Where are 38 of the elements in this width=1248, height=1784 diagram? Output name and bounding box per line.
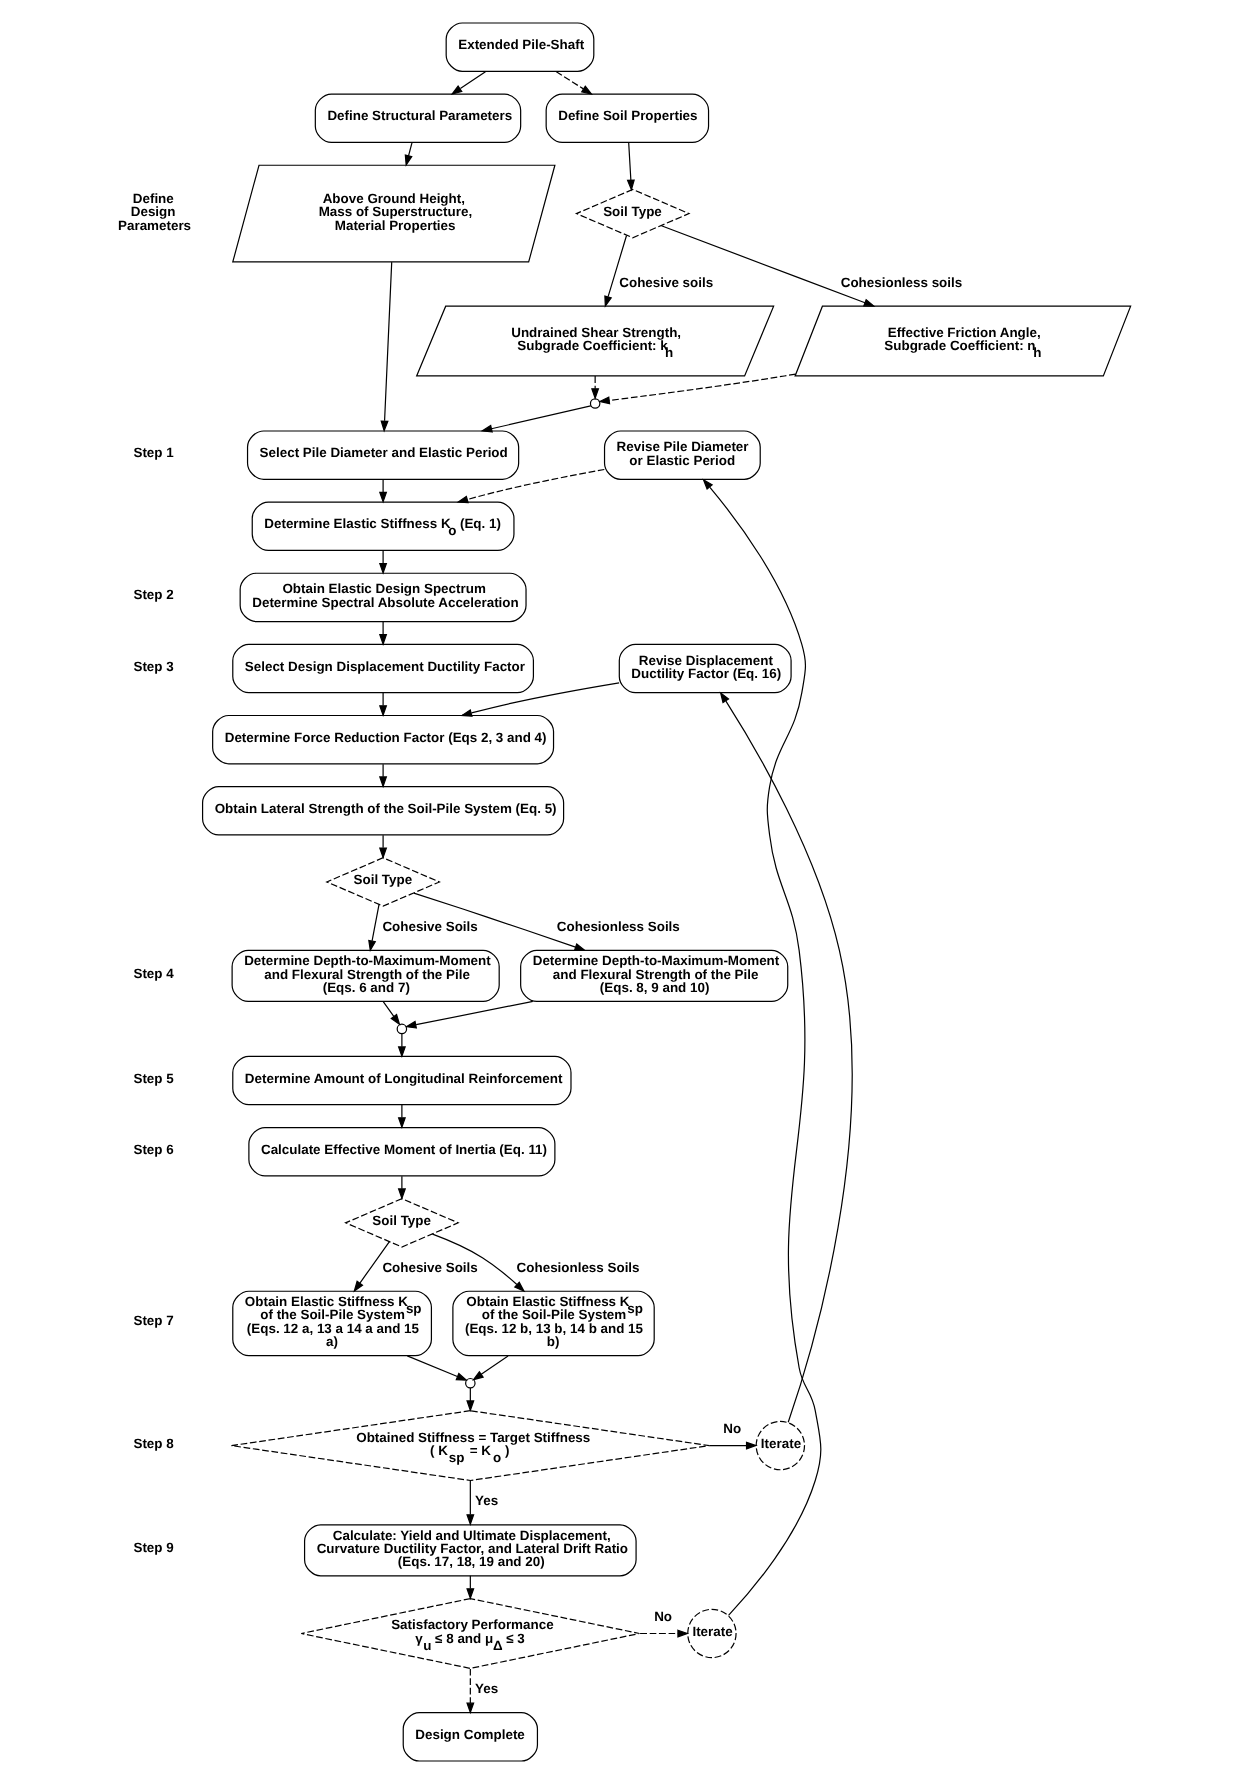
- node-circle: [589, 398, 601, 409]
- arrow: [480, 405, 592, 433]
- arrow: [397, 1033, 407, 1059]
- arrow: [450, 71, 487, 96]
- arrow: [378, 834, 388, 860]
- arrow: [397, 1104, 407, 1130]
- arrow: [404, 1000, 534, 1029]
- arrow: [378, 479, 388, 504]
- arrow: [639, 1629, 690, 1638]
- arrow: [702, 478, 822, 1616]
- arrow: [598, 373, 797, 405]
- arrow: [404, 141, 413, 167]
- arrow: [719, 691, 853, 1423]
- arrow: [431, 1233, 526, 1293]
- arrow: [471, 1355, 509, 1381]
- arrow: [466, 1668, 475, 1715]
- arrow: [591, 375, 600, 401]
- node-circle: [465, 1377, 476, 1389]
- node-circle: [396, 1023, 408, 1035]
- arrow: [555, 71, 593, 95]
- arrow: [382, 1001, 401, 1026]
- arrow: [460, 682, 620, 717]
- arrow: [378, 692, 388, 717]
- arrow: [368, 903, 380, 953]
- arrow: [353, 1241, 390, 1293]
- arrow: [378, 763, 388, 789]
- arrow: [456, 468, 605, 504]
- arrow: [378, 621, 388, 646]
- arrow: [380, 261, 393, 433]
- arrow: [604, 234, 628, 308]
- arrow: [413, 892, 587, 951]
- arrow: [660, 225, 876, 307]
- arrow: [378, 550, 388, 575]
- arrow: [397, 1175, 407, 1201]
- arrow: [406, 1355, 468, 1381]
- arrow: [626, 141, 635, 192]
- arrow: [466, 1480, 475, 1526]
- arrow: [708, 1441, 758, 1450]
